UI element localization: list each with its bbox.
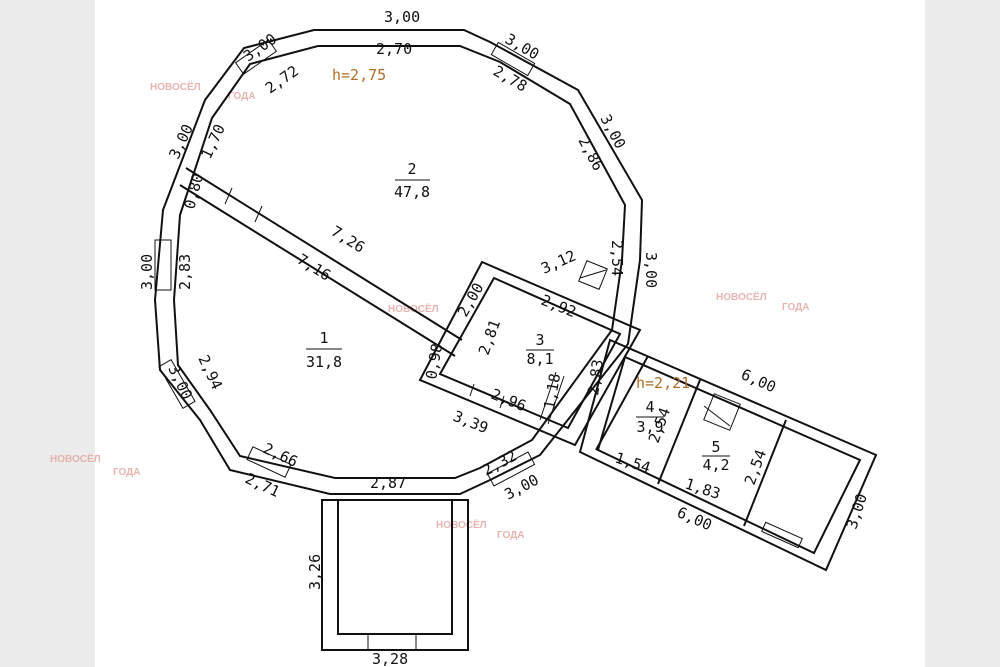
dimension-labels: 3,00 2,70 3,00 2,72 3,00 2,78 3,00 1,70 … (138, 8, 871, 667)
porch-door (367, 633, 417, 651)
dimension: 3,00 (240, 30, 280, 65)
dimension: 2,81 (475, 317, 504, 357)
dimension: 6,00 (738, 365, 778, 396)
room-area: 47,8 (394, 183, 430, 201)
dimension: 7,26 (328, 222, 368, 256)
watermark-year: ГОДА (228, 91, 256, 102)
dimension: 2,54 (741, 447, 770, 487)
dimension: 3,00 (138, 254, 156, 290)
dimension: 3,26 (306, 554, 324, 590)
inner-wall (172, 45, 627, 479)
dimension: 2,70 (376, 40, 412, 58)
dimension: 1,18 (540, 372, 564, 411)
dimension: 7,16 (294, 250, 334, 284)
dimension: 3,00 (501, 471, 541, 504)
height-label: h=2,21 (636, 374, 690, 392)
dimension: 2,83 (584, 358, 607, 396)
stair (547, 375, 565, 425)
dimension: 6,00 (674, 503, 714, 534)
room-labels: 2 47,8 1 31,8 3 8,1 4 3,9 5 4,2 (306, 160, 730, 474)
outer-wall (153, 29, 644, 495)
room-number: 3 (535, 331, 544, 349)
room-number: 5 (711, 438, 720, 456)
opening (499, 395, 505, 409)
opening (469, 383, 475, 397)
annex-wall (578, 338, 878, 572)
stair (539, 371, 557, 421)
dimension: 3,12 (538, 247, 578, 278)
dimension: 2,72 (262, 62, 302, 97)
watermark-brand: НОВОСЁЛ (150, 80, 201, 93)
annex-partition (743, 419, 787, 527)
annex-partition (595, 355, 649, 451)
dimension: 2,92 (539, 291, 579, 321)
porch-inner-wall (337, 499, 453, 635)
annex-partition (657, 379, 701, 485)
dimension: 2,86 (574, 133, 607, 173)
dimension: 3,39 (451, 407, 491, 437)
room-area: 4,2 (702, 456, 729, 474)
dimension: 2,71 (242, 469, 282, 501)
dimension: 3,00 (843, 491, 871, 531)
dimension: 0,80 (180, 171, 207, 211)
room-number: 2 (407, 160, 416, 178)
height-label: h=2,75 (332, 66, 386, 84)
plan-sheet (95, 0, 925, 667)
dimension: 2,83 (176, 254, 194, 290)
dimension: 1,70 (197, 121, 229, 161)
window (761, 521, 803, 549)
watermark-year: ГОДА (497, 530, 525, 541)
room-area: 3,9 (636, 418, 663, 436)
room3-wall (418, 260, 642, 447)
chimney (579, 269, 607, 279)
watermark-brand: НОВОСЁЛ (436, 518, 487, 531)
watermark-brand: НОВОСЁЛ (50, 452, 101, 465)
chimney (578, 260, 608, 290)
dimension: 3,00 (165, 121, 197, 161)
dimension: 3,00 (642, 252, 660, 288)
dimension: 1,54 (613, 449, 653, 477)
dimension: 1,83 (683, 475, 723, 503)
room-area: 31,8 (306, 353, 342, 371)
dimension: 0,98 (422, 342, 446, 381)
dimension: 3,28 (372, 650, 408, 667)
annex-inner-wall (596, 355, 862, 555)
dimension: 3,00 (384, 8, 420, 26)
chimney (703, 393, 741, 431)
partition-opening (254, 205, 263, 223)
room-number: 4 (645, 398, 654, 416)
dimension: 2,94 (194, 352, 226, 392)
watermark-year: ГОДА (113, 467, 141, 478)
watermark: НОВОСЁЛ НОВОСЁЛ НОВОСЁЛ НОВОСЁЛ НОВОСЁЛ … (50, 80, 810, 541)
windows (154, 39, 536, 487)
watermark-brand: НОВОСЁЛ (716, 290, 767, 303)
chimney (703, 405, 731, 427)
dimension: 2,54 (608, 240, 626, 276)
room-area: 8,1 (526, 350, 553, 368)
partition-wall (179, 184, 456, 357)
partition-opening (224, 187, 233, 205)
room-number: 1 (319, 329, 328, 347)
partition-wall (185, 167, 463, 341)
room3-inner-wall (438, 276, 622, 430)
watermark-year: ГОДА (782, 302, 810, 313)
dimension: 2,87 (370, 474, 406, 492)
